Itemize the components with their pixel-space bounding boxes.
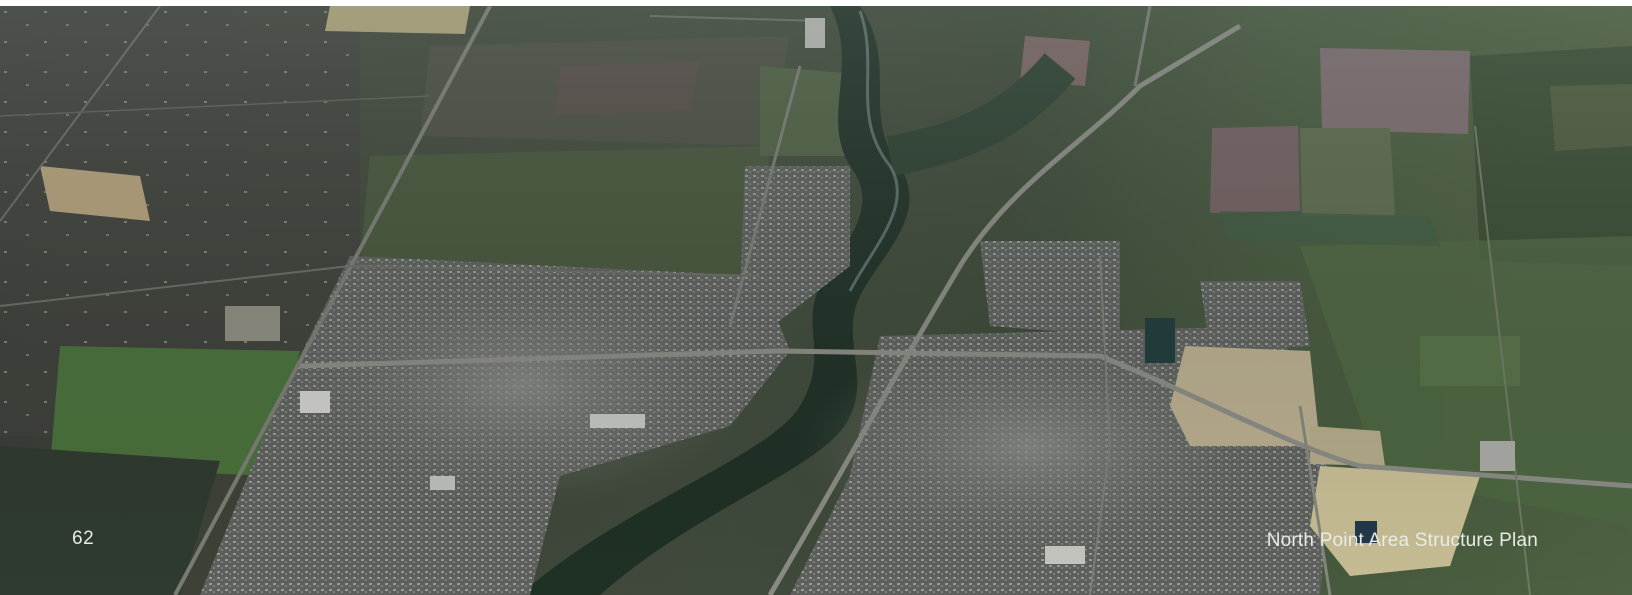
- page-number: 62: [72, 528, 95, 549]
- aerial-photo: [0, 6, 1632, 595]
- document-title: North Point Area Structure Plan: [1266, 530, 1538, 551]
- aerial-photo-illustration: [0, 6, 1632, 595]
